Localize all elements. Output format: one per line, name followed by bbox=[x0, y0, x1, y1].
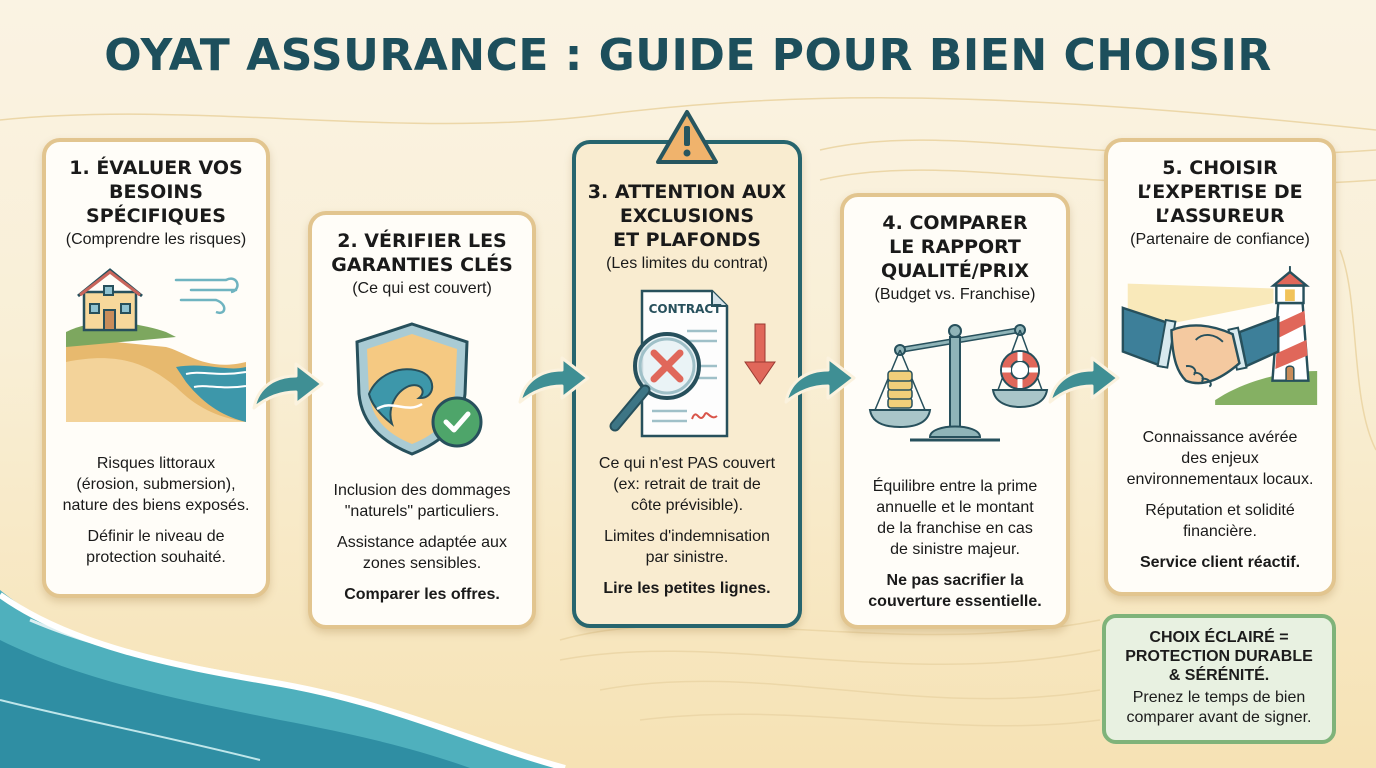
step-text: Risques littoraux (érosion, submersion),… bbox=[62, 455, 250, 514]
step-text: Limites d'indemnisation par sinistre. bbox=[604, 528, 770, 566]
step-card-1: 1. ÉVALUER VOS BESOINS SPÉCIFIQUES (Comp… bbox=[42, 138, 270, 598]
step-text: Assistance adaptée aux zones sensibles. bbox=[337, 534, 507, 572]
page-title: OYAT ASSURANCE : GUIDE POUR BIEN CHOISIR bbox=[104, 30, 1272, 81]
step-subtitle: (Partenaire de confiance) bbox=[1130, 231, 1310, 248]
step-title: 2. VÉRIFIER LES GARANTIES CLÉS bbox=[331, 230, 513, 276]
arrow-right-icon bbox=[252, 362, 324, 410]
arrow-right-icon bbox=[1048, 356, 1120, 404]
step-text: Lire les petites lignes. bbox=[603, 580, 771, 597]
step-subtitle: (Ce qui est couvert) bbox=[352, 280, 492, 297]
step-title: 1. ÉVALUER VOS BESOINS SPÉCIFIQUES bbox=[69, 157, 243, 227]
step-text: Service client réactif. bbox=[1139, 554, 1301, 571]
summary-box: CHOIX ÉCLAIRÉ = PROTECTION DURABLE & SÉR… bbox=[1102, 614, 1336, 744]
step-text: Réputation et solidité financière. bbox=[1145, 502, 1295, 540]
step-text: Équilibre entre la prime annuelle et le … bbox=[872, 478, 1038, 558]
arrow-right-icon bbox=[784, 356, 856, 404]
step-text: Connaissance avérée des enjeux environne… bbox=[1126, 429, 1314, 488]
warning-icon bbox=[656, 110, 718, 164]
step-card-2: 2. VÉRIFIER LES GARANTIES CLÉS (Ce qui e… bbox=[308, 211, 536, 629]
wave-shield-check-icon bbox=[322, 304, 522, 474]
step-card-3: 3. ATTENTION AUX EXCLUSIONS ET PLAFONDS … bbox=[572, 140, 802, 628]
step-title: 5. CHOISIR L’EXPERTISE DE L’ASSUREUR bbox=[1137, 157, 1303, 227]
step-subtitle: (Budget vs. Franchise) bbox=[874, 286, 1036, 303]
contract-magnifier-icon: CONTRACT bbox=[586, 283, 788, 443]
step-card-4: 4. COMPARER LE RAPPORT QUALITÉ/PRIX (Bud… bbox=[840, 193, 1070, 629]
coastal-house-cliff-icon bbox=[56, 257, 256, 437]
step-text: Ne pas sacrifier la couverture essentiel… bbox=[868, 572, 1042, 610]
arrow-right-icon bbox=[518, 356, 590, 404]
step-subtitle: (Les limites du contrat) bbox=[606, 255, 768, 272]
svg-text:CONTRACT: CONTRACT bbox=[649, 302, 723, 316]
step-subtitle: (Comprendre les risques) bbox=[65, 231, 247, 248]
summary-title: CHOIX ÉCLAIRÉ = PROTECTION DURABLE & SÉR… bbox=[1125, 629, 1313, 684]
handshake-lighthouse-icon bbox=[1118, 257, 1322, 417]
step-title: 3. ATTENTION AUX EXCLUSIONS ET PLAFONDS bbox=[587, 181, 787, 251]
balance-scale-icon bbox=[854, 310, 1056, 460]
step-text: Définir le niveau de protection souhaité… bbox=[86, 528, 226, 566]
step-card-5: 5. CHOISIR L’EXPERTISE DE L’ASSUREUR (Pa… bbox=[1104, 138, 1336, 596]
step-text: Ce qui n'est PAS couvert (ex: retrait de… bbox=[598, 455, 776, 514]
step-text: Comparer les offres. bbox=[344, 586, 500, 603]
summary-text: Prenez le temps de bien comparer avant d… bbox=[1126, 689, 1312, 726]
step-text: Inclusion des dommages "naturels" partic… bbox=[333, 482, 511, 520]
step-title: 4. COMPARER LE RAPPORT QUALITÉ/PRIX bbox=[880, 212, 1030, 282]
